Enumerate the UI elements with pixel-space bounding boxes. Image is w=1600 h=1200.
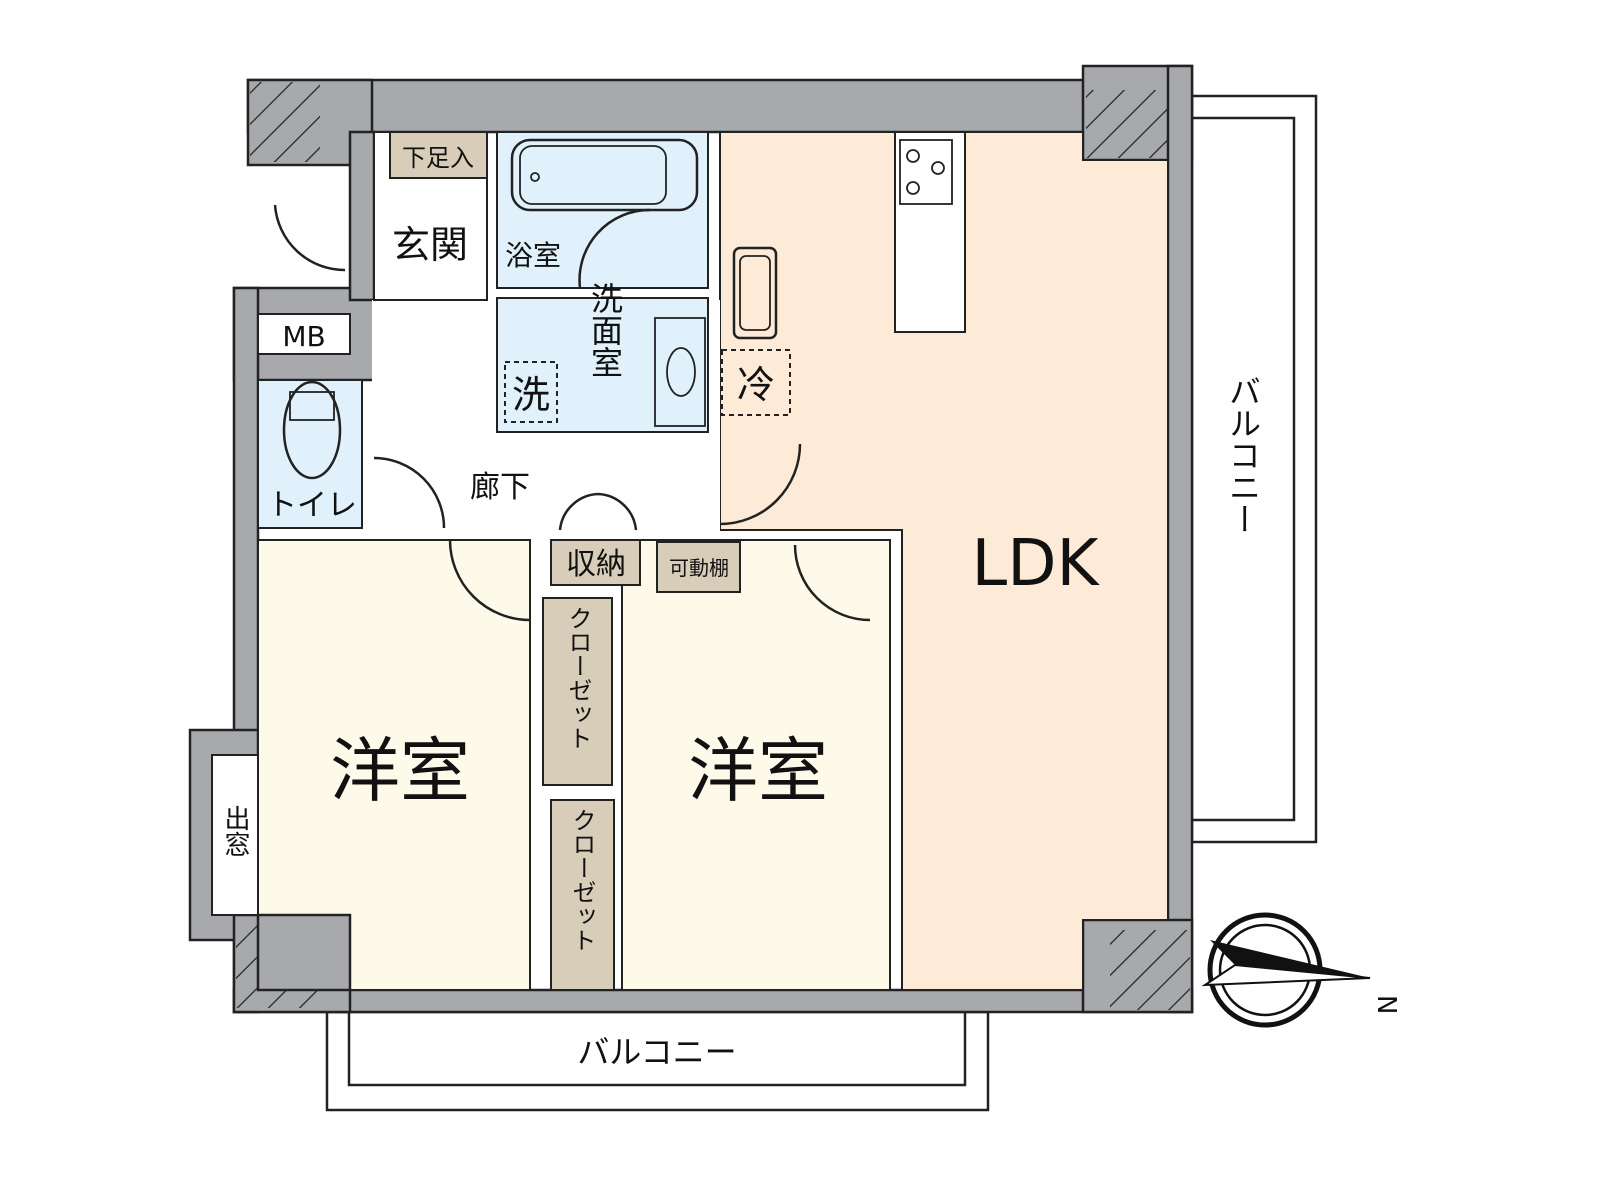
bay-window-label: 出窓 xyxy=(220,805,250,857)
washer-space xyxy=(504,361,558,423)
toilet-label: トイレ xyxy=(267,488,357,523)
western-room-2-label: 洋室 xyxy=(688,730,828,812)
ldk-floor xyxy=(719,131,1169,991)
closet-2 xyxy=(550,799,615,991)
washroom-floor xyxy=(496,297,709,433)
toilet-floor xyxy=(257,379,363,529)
fridge-label: 冷 xyxy=(737,363,775,407)
hallway-label: 廊下 xyxy=(470,470,530,505)
closet-1 xyxy=(542,597,613,786)
bay-window xyxy=(211,754,259,916)
meter-box xyxy=(257,313,351,355)
kitchen-counter xyxy=(894,131,966,333)
movable-shelf-label: 可動棚 xyxy=(669,556,729,580)
doors xyxy=(273,204,871,622)
compass-north-label: N xyxy=(1371,995,1401,1014)
shoe-storage xyxy=(389,131,488,179)
toilet-icon xyxy=(282,380,342,480)
closet-1-label: クローゼット xyxy=(564,606,592,750)
fridge-space xyxy=(721,349,791,416)
bathtub-icon xyxy=(510,138,699,212)
stove-icon xyxy=(899,139,953,205)
entrance-label: 玄関 xyxy=(392,223,468,267)
shoe-storage-label: 下足入 xyxy=(402,144,474,172)
compass-icon xyxy=(1201,912,1371,1028)
western-room-1-label: 洋室 xyxy=(330,730,470,812)
washbasin-icon xyxy=(654,317,706,427)
bathroom-label: 浴室 xyxy=(505,239,561,272)
storage-label: 収納 xyxy=(566,547,626,582)
balcony-east xyxy=(1190,94,1318,844)
movable-shelf xyxy=(656,541,741,593)
walls xyxy=(188,64,1194,1014)
sink-icon xyxy=(732,246,778,340)
balcony-south-label: バルコニー xyxy=(577,1033,736,1071)
washroom-label: 洗面室 xyxy=(586,282,624,378)
meter-box-label: MB xyxy=(282,320,325,353)
closet-2-label: クローゼット xyxy=(568,808,596,952)
ldk-label: LDK xyxy=(972,527,1101,601)
storage xyxy=(550,539,641,586)
balcony-east-label: バルコニー xyxy=(1224,375,1262,535)
washer-label: 洗 xyxy=(512,373,550,417)
